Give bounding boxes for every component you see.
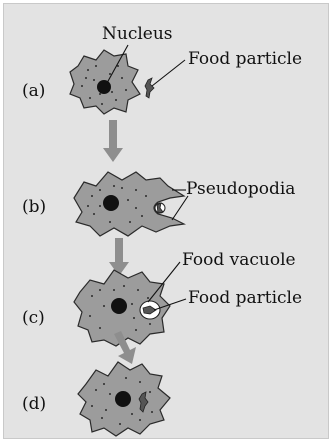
nucleus-a (97, 80, 111, 94)
stage-label-c: (c) (22, 308, 45, 328)
nucleus-b (103, 195, 119, 211)
pseudopodia-leader-bottom (172, 196, 188, 220)
food-vacuole-label: Food vacuole (182, 250, 296, 270)
food-particle-a (145, 78, 154, 98)
stage-label-a: (a) (22, 81, 45, 101)
food-particle-label-c: Food particle (188, 288, 302, 308)
stage-label-b: (b) (22, 197, 46, 217)
food-particle-leader-a (152, 60, 185, 86)
nucleus-c (111, 298, 127, 314)
pseudopodia-label: Pseudopodia (186, 179, 295, 199)
food-particle-label-a: Food particle (188, 49, 302, 69)
nucleus-label: Nucleus (102, 24, 173, 44)
arrow-b-to-c (109, 238, 129, 276)
nucleus-d (115, 391, 131, 407)
stage-label-d: (d) (22, 394, 46, 414)
arrow-a-to-b (103, 120, 123, 162)
amoeba-a (70, 50, 140, 114)
amoeba-d (78, 362, 170, 436)
amoeba-b (74, 172, 184, 236)
